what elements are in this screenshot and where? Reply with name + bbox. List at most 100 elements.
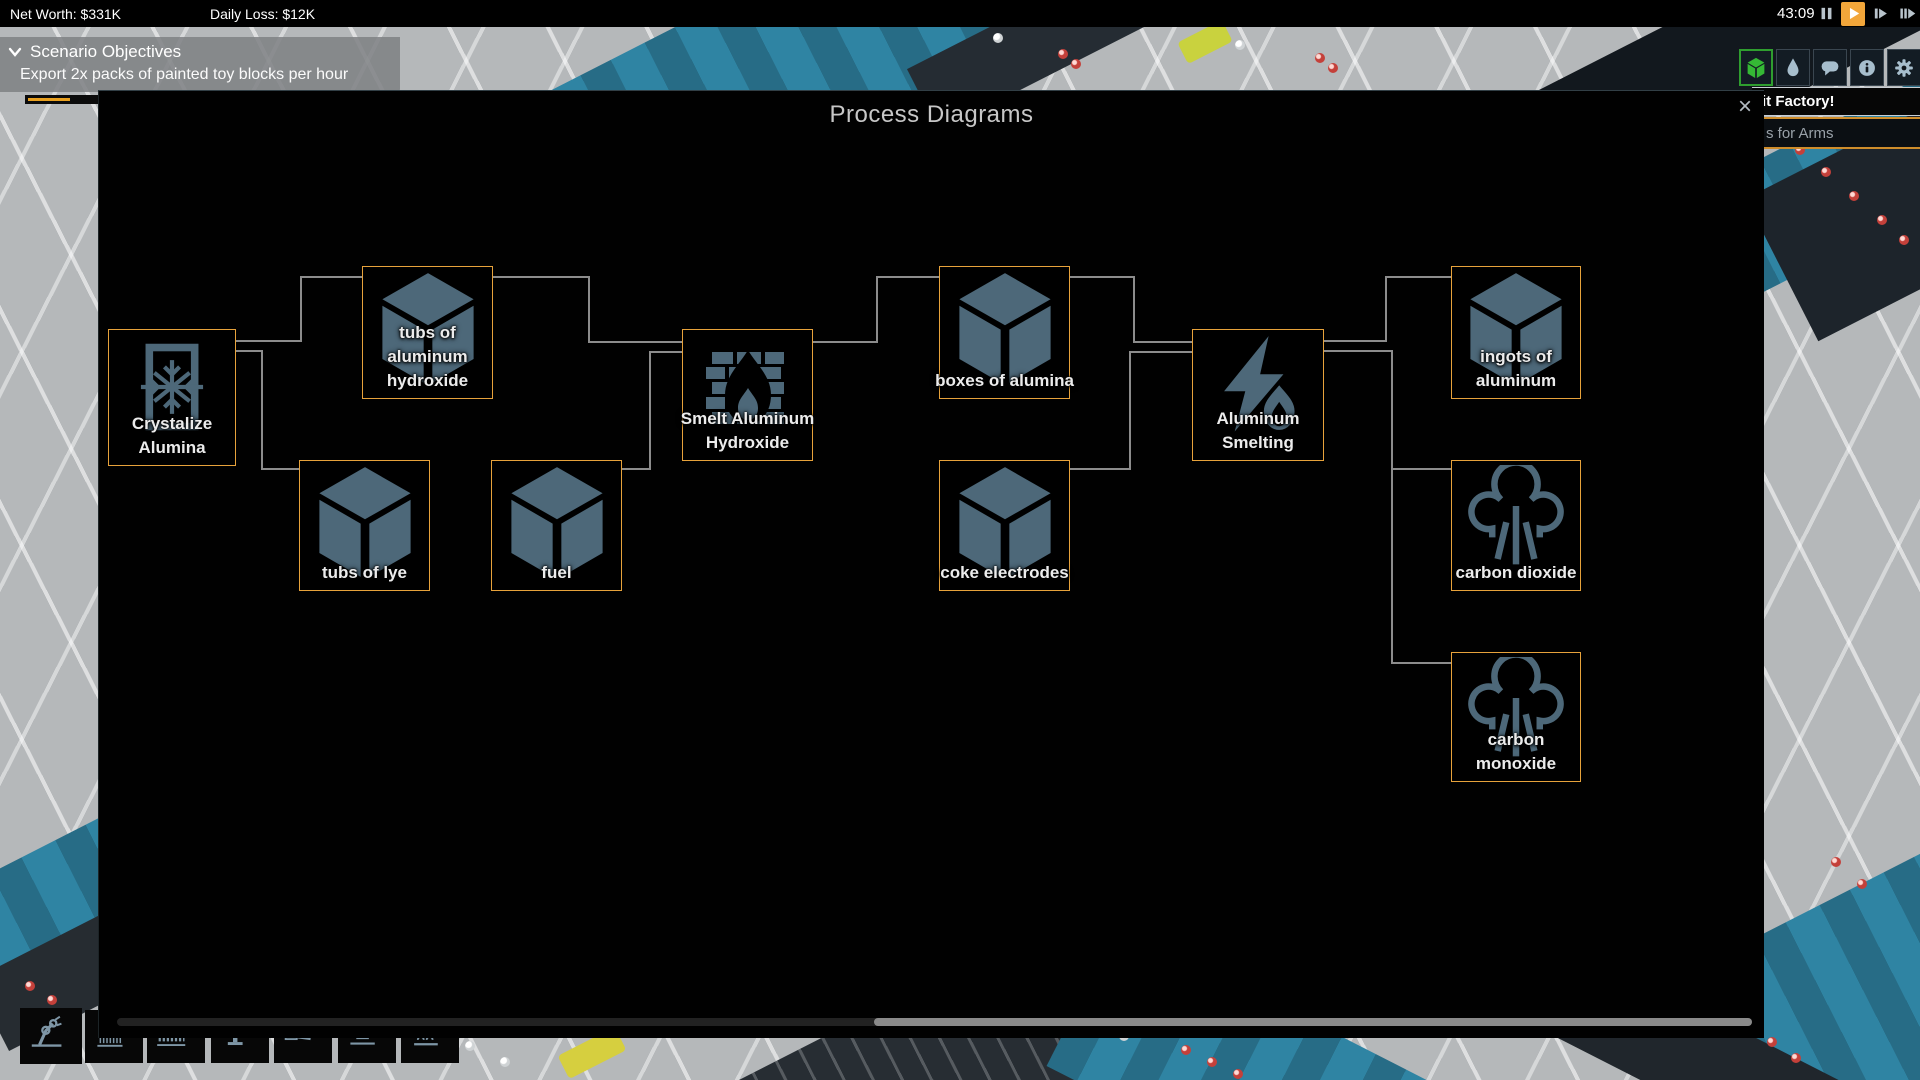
red-item-dot [1899, 235, 1909, 245]
notification-quest[interactable]: s for Arms [1756, 117, 1920, 149]
diagram-node-ingots-of-aluminum[interactable]: ingots of aluminum [1451, 266, 1581, 399]
white-item-dot [500, 1057, 510, 1067]
objectives-header[interactable]: Scenario Objectives [8, 42, 181, 62]
menu-button-factory-cube[interactable] [1739, 49, 1773, 86]
horizontal-scrollbar[interactable] [117, 1018, 1752, 1026]
red-item-dot [1315, 53, 1325, 63]
furnace-icon [698, 338, 798, 438]
gear-icon [1893, 57, 1915, 79]
red-item-dot [25, 981, 35, 991]
diagram-edge [1324, 350, 1451, 470]
diagram-edge [1070, 276, 1192, 343]
diagram-node-tubs-of-lye[interactable]: tubs of lye [299, 460, 430, 591]
node-label: fuel [541, 563, 572, 582]
node-label: boxes of alumina [935, 371, 1074, 390]
red-item-dot [1849, 191, 1859, 201]
fast-forward-icon [1872, 5, 1889, 22]
diagram-edge [1070, 351, 1192, 470]
play-icon [1845, 5, 1862, 22]
diagram-edge [236, 350, 299, 470]
red-item-dot [1207, 1057, 1217, 1067]
cube-icon [1460, 271, 1572, 385]
scrollbar-thumb[interactable] [874, 1018, 1752, 1026]
objective-progress-fill [28, 98, 70, 101]
modal-title: Process Diagrams [829, 101, 1034, 128]
diagram-edge [236, 276, 362, 342]
menu-button-gear[interactable] [1887, 49, 1920, 86]
diagram-node-smelt-aluminum-hydroxide[interactable]: Smelt Aluminum Hydroxide [681, 329, 814, 461]
top-menu-buttons [1739, 49, 1920, 86]
notification-headline[interactable]: it Factory! [1752, 87, 1920, 116]
node-label: carbon dioxide [1455, 563, 1577, 582]
notification-text: it Factory! [1762, 93, 1835, 110]
red-item-dot [1795, 145, 1805, 155]
white-item-dot [465, 1041, 475, 1051]
diagram-node-carbon-dioxide[interactable]: carbon dioxide [1451, 460, 1581, 591]
close-icon[interactable]: × [1737, 93, 1752, 120]
diagram-edge [813, 276, 939, 343]
diagram-node-coke-electrodes[interactable]: coke electrodes [939, 460, 1070, 591]
red-item-dot [47, 995, 57, 1005]
fast-forward-button[interactable] [1868, 2, 1892, 26]
net-worth-label: Net Worth: $331K [10, 6, 122, 22]
diagram-edge [493, 276, 682, 343]
node-label: coke electrodes [940, 563, 1069, 582]
diagram-node-boxes-of-alumina[interactable]: boxes of alumina [935, 266, 1074, 399]
pause-button[interactable] [1814, 2, 1838, 26]
diagram-edges [236, 276, 1451, 664]
diagram-edge [1391, 469, 1451, 664]
node-label: tubs of lye [321, 563, 407, 582]
daily-loss-label: Daily Loss: $12K [210, 6, 316, 22]
water-drop-icon [1782, 57, 1804, 79]
cube-icon [949, 465, 1061, 579]
menu-button-water-drop[interactable] [1776, 49, 1810, 86]
diagram-node-fuel[interactable]: fuel [491, 460, 622, 591]
scenario-objectives-panel: Scenario Objectives Export 2x packs of p… [0, 37, 400, 92]
node-label: tubs of aluminum hydroxide [386, 323, 469, 390]
playback-controls [1814, 1, 1919, 26]
game-clock: 43:09 [1777, 5, 1815, 22]
cube-icon [309, 465, 421, 579]
red-item-dot [1328, 63, 1338, 73]
diagram-node-tubs-of-aluminum-hydroxide[interactable]: tubs of aluminum hydroxide [362, 266, 493, 399]
fastest-forward-button[interactable] [1895, 2, 1919, 26]
fastest-forward-icon [1899, 5, 1916, 22]
play-button[interactable] [1841, 1, 1865, 26]
white-item-dot [993, 33, 1003, 43]
diagram-node-aluminum-smelting[interactable]: Aluminum Smelting [1192, 329, 1324, 461]
gas-cloud-icon [1460, 465, 1572, 573]
robot-arm-icon [25, 1012, 78, 1060]
red-item-dot [1181, 1045, 1191, 1055]
white-item-dot [1235, 40, 1245, 50]
red-item-dot [1821, 167, 1831, 177]
diagram-edge [621, 351, 682, 470]
speech-bubble-icon [1819, 57, 1841, 79]
process-diagrams-modal: Process Diagrams × Crystalize Alumina tub… [98, 90, 1764, 1038]
factory-cube-icon [1745, 57, 1767, 79]
red-item-dot [1058, 49, 1068, 59]
gas-cloud-icon [1460, 657, 1572, 765]
top-status-bar: Net Worth: $331K Daily Loss: $12K 43:09 [0, 0, 1920, 27]
objectives-title: Scenario Objectives [30, 42, 182, 61]
node-label: Crystalize Alumina [131, 414, 213, 457]
red-item-dot [1831, 857, 1841, 867]
cube-icon [372, 271, 484, 385]
cube-icon [501, 465, 613, 579]
diagram-edge [1324, 276, 1451, 342]
red-item-dot [1071, 59, 1081, 69]
notification-text: s for Arms [1766, 124, 1834, 142]
node-label: Aluminum Smelting [1216, 409, 1300, 452]
menu-button-speech-bubble[interactable] [1813, 49, 1847, 86]
diagram-node-carbon-monoxide[interactable]: carbon monoxide [1451, 652, 1581, 782]
diagram-node-crystalize-alumina[interactable]: Crystalize Alumina [108, 329, 236, 466]
toolbar-button-robot-arm[interactable] [20, 1008, 82, 1064]
bolt-flame-icon [1205, 334, 1311, 440]
objective-task: Export 2x packs of painted toy blocks pe… [20, 66, 349, 83]
pause-icon [1818, 5, 1835, 22]
objective-progress-bar [25, 95, 120, 104]
menu-button-info-circle[interactable] [1850, 49, 1884, 86]
node-label: ingots of aluminum [1475, 347, 1557, 390]
snowflake-frame-icon [130, 336, 214, 438]
chevron-down-icon [8, 46, 22, 58]
